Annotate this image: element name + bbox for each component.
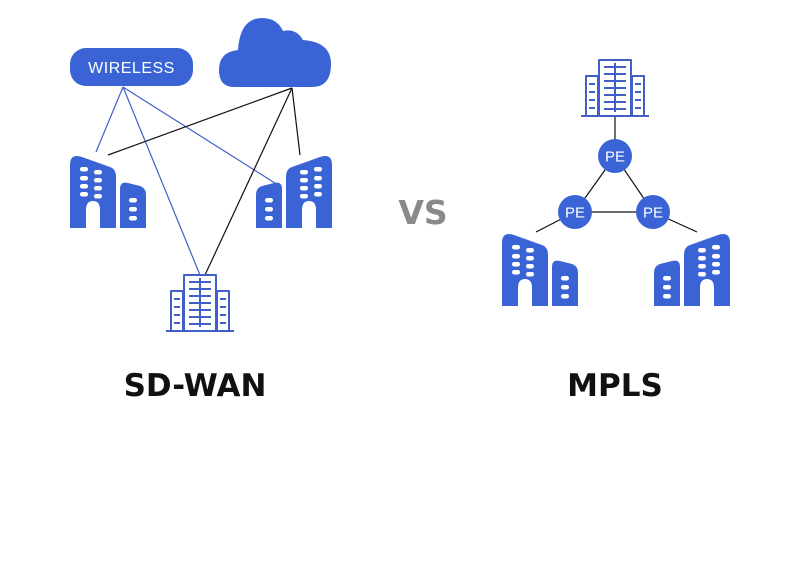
mpls-title: MPLS — [567, 368, 663, 404]
pe-router-top: PE — [598, 139, 632, 173]
datacenter-icon-sdwan — [165, 274, 235, 332]
customer-office-icon-left — [502, 234, 578, 306]
sdwan-links — [95, 86, 301, 276]
sdwan-title: SD-WAN — [124, 368, 267, 404]
cloud-links — [107, 87, 301, 276]
customer-office-icon-right — [654, 234, 730, 306]
wireless-links — [95, 86, 279, 276]
pe-router-right: PE — [636, 195, 670, 229]
wireless-label: WIRELESS — [88, 60, 175, 77]
cloud-icon — [219, 18, 331, 87]
wireless-badge: WIRELESS — [70, 48, 193, 86]
branch-office-icon-left — [70, 156, 146, 228]
pe-router-left: PE — [558, 195, 592, 229]
datacenter-icon-mpls — [580, 59, 650, 117]
pe-label: PE — [565, 205, 585, 222]
branch-office-icon-right — [256, 156, 332, 228]
pe-label: PE — [643, 205, 663, 222]
vs-label: VS — [398, 193, 447, 232]
pe-label: PE — [605, 149, 625, 166]
wireless-pill — [70, 48, 193, 86]
